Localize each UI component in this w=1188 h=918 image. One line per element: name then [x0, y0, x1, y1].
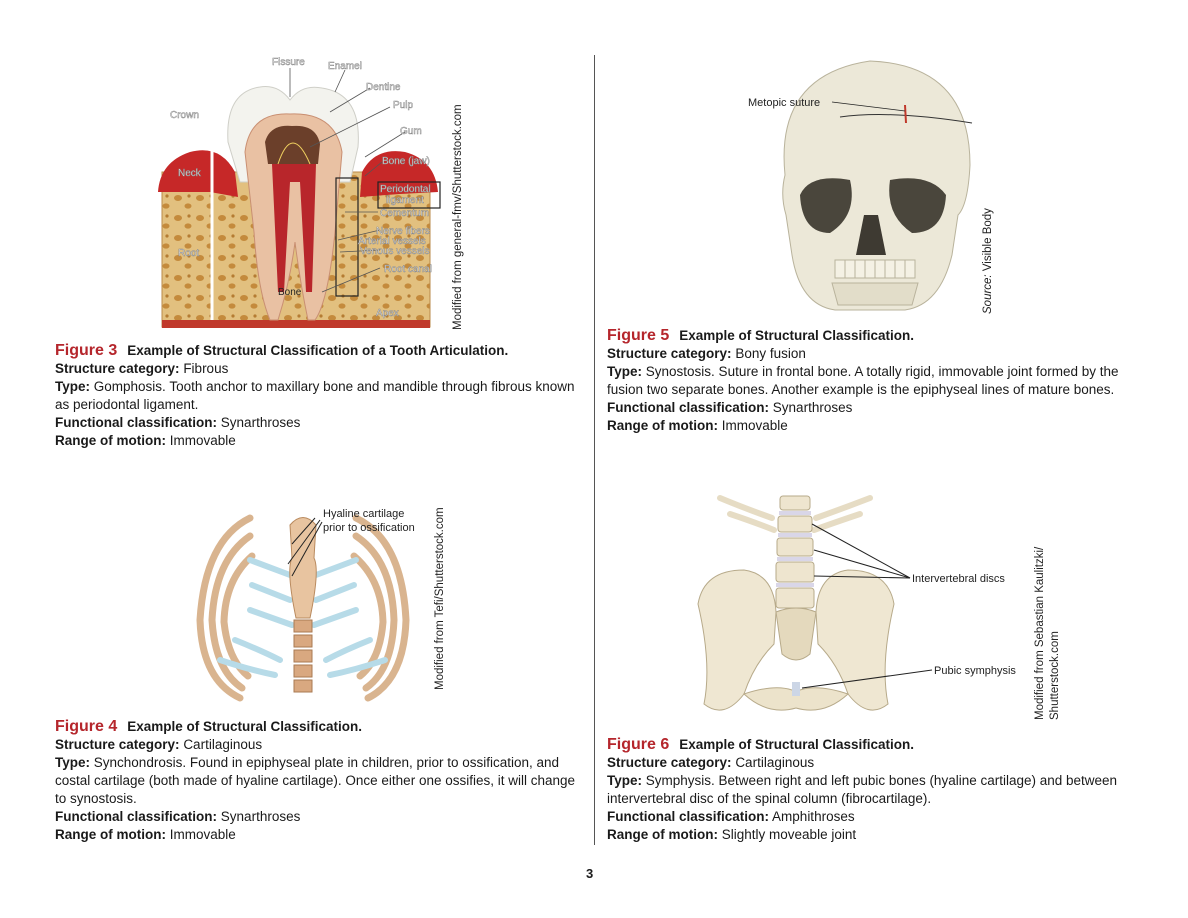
bone-label: Bone — [278, 287, 302, 298]
crown-label: Crown — [170, 110, 199, 121]
fig4-credit: Modified from Tefi/Shutterstock.com — [434, 507, 446, 690]
fig5-structure-value: Bony fusion — [735, 346, 806, 361]
fig4-functional-label: Functional classification: — [55, 809, 218, 824]
fig6-functional-value: Amphithroses — [772, 809, 855, 824]
fig5-credit-source: Source: — [982, 274, 994, 314]
fig4-type-value: Synchondrosis. Found in epiphyseal plate… — [55, 755, 576, 806]
fig6-type-value: Symphysis. Between right and left pubic … — [607, 773, 1118, 806]
fig6-functional-label: Functional classification: — [607, 809, 770, 824]
column-divider — [594, 55, 595, 845]
fig5-type-label: Type: — [607, 364, 643, 379]
fig6-number: Figure 6 — [607, 736, 670, 753]
fig4-type-label: Type: — [55, 755, 91, 770]
fig5-structure-label: Structure category: — [607, 346, 732, 361]
fig5-credit: Source: Visible Body — [982, 208, 994, 314]
fig3-number: Figure 3 — [55, 342, 118, 359]
fig6-range-label: Range of motion: — [607, 827, 718, 842]
nerve-fibers-label: Nerve fibers — [376, 226, 430, 237]
fig5-credit-rest: Visible Body — [982, 208, 994, 275]
fig6-range-value: Slightly moveable joint — [721, 827, 857, 842]
fig4-range-value: Immovable — [169, 827, 236, 842]
fig3-structure-label: Structure category: — [55, 361, 180, 376]
fig6-caption: Figure 6 Example of Structural Classifica… — [607, 736, 1137, 844]
apex-label: Apex — [376, 308, 399, 319]
fig3-caption: Figure 3 Example of Structural Classifica… — [55, 342, 585, 450]
fig5-range-value: Immovable — [721, 418, 788, 433]
fig3-title: Example of Structural Classification of … — [127, 343, 509, 358]
hyaline-label-line2: prior to ossification — [323, 522, 415, 534]
arterial-vessels-label: Arterial vessels — [358, 236, 426, 247]
enamel-label: Enamel — [328, 61, 362, 72]
fig5-functional-label: Functional classification: — [607, 400, 770, 415]
fig4-structure-value: Cartilaginous — [183, 737, 263, 752]
dentine-label: Dentine — [366, 82, 401, 93]
fig5-title: Example of Structural Classification. — [679, 328, 915, 343]
gum-label: Gum — [400, 126, 422, 137]
fig5-functional-value: Synarthroses — [772, 400, 853, 415]
fig4-functional-value: Synarthroses — [220, 809, 301, 824]
fig4-caption: Figure 4 Example of Structural Classifica… — [55, 718, 585, 844]
pelvis-illustration: Intervertebral discs Pubic symphysis — [697, 495, 1016, 711]
fig5-number: Figure 5 — [607, 327, 670, 344]
pulp-label: Pulp — [393, 100, 413, 111]
neck-label: Neck — [178, 168, 202, 179]
fig6-credit-line1: Modified from Sebastian Kaulitzki/ — [1034, 546, 1046, 720]
fig6-credit-line2: Shutterstock.com — [1049, 631, 1061, 720]
skull-illustration: Metopic suture — [748, 60, 973, 311]
cementum-label: Cementum — [380, 208, 429, 219]
fig6-structure-label: Structure category: — [607, 755, 732, 770]
fig4-range-label: Range of motion: — [55, 827, 166, 842]
fig5-range-label: Range of motion: — [607, 418, 718, 433]
fig6-structure-value: Cartilaginous — [735, 755, 815, 770]
fig3-credit: Modified from general-fmv/Shutterstock.c… — [452, 104, 464, 330]
periodontal-label: Periodontal — [380, 184, 431, 195]
fig3-range-label: Range of motion: — [55, 433, 166, 448]
fig3-functional-label: Functional classification: — [55, 415, 218, 430]
fig4-number: Figure 4 — [55, 718, 118, 735]
page-number: 3 — [586, 866, 594, 881]
fissure-label: Fissure — [272, 57, 305, 68]
ribcage-illustration: Hyaline cartilage prior to ossification — [196, 508, 415, 702]
fig4-title: Example of Structural Classification. — [127, 719, 363, 734]
root-label: Root — [178, 248, 199, 259]
hyaline-label-line1: Hyaline cartilage — [323, 508, 404, 520]
fig6-title: Example of Structural Classification. — [679, 737, 915, 752]
metopic-suture-label: Metopic suture — [748, 97, 820, 109]
fig4-structure-label: Structure category: — [55, 737, 180, 752]
bone-jaw-label: Bone (jaw) — [382, 156, 430, 167]
fig6-type-label: Type: — [607, 773, 643, 788]
pubic-symphysis-label: Pubic symphysis — [934, 665, 1016, 677]
venous-vessels-label: Venous vessels — [360, 246, 430, 257]
fig3-range-value: Immovable — [169, 433, 236, 448]
ligament-label: ligament — [386, 195, 424, 206]
fig3-functional-value: Synarthroses — [220, 415, 301, 430]
fig3-type-label: Type: — [55, 379, 91, 394]
fig5-type-value: Synostosis. Suture in frontal bone. A to… — [607, 364, 1119, 397]
fig3-type-value: Gomphosis. Tooth anchor to maxillary bon… — [55, 379, 575, 412]
intervertebral-discs-label: Intervertebral discs — [912, 573, 1005, 585]
fig5-caption: Figure 5 Example of Structural Classifica… — [607, 327, 1127, 435]
tooth-illustration: Fissure Enamel Dentine Pulp Gum Crown Ne… — [158, 57, 441, 328]
fig3-structure-value: Fibrous — [183, 361, 229, 376]
root-canal-label: Root canal — [384, 264, 432, 275]
